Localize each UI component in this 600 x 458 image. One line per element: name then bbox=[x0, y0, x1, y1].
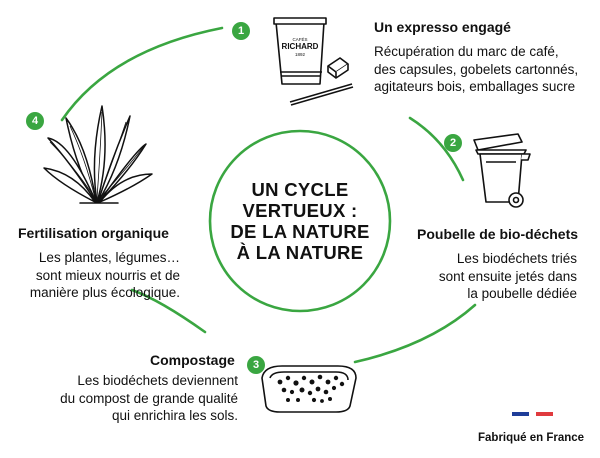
plant-icon bbox=[43, 105, 153, 204]
cup-brand-year: 1892 bbox=[295, 52, 306, 57]
cup-brand-small: CAFÉS bbox=[292, 36, 307, 42]
step-4-title: Fertilisation organique bbox=[18, 225, 169, 241]
made-in-france-label: Fabriqué en France bbox=[478, 432, 585, 444]
cup-brand-name: RICHARD bbox=[282, 42, 319, 51]
step-4-description: Les plantes, légumes… sont mieux nourris… bbox=[29, 250, 180, 300]
step-3-description: Les biodéchets deviennent du compost de … bbox=[60, 373, 238, 423]
step-2-badge: 2 bbox=[444, 134, 462, 152]
cycle-arc-1-to-2 bbox=[408, 116, 465, 182]
step-4-badge: 4 bbox=[26, 112, 44, 130]
compost-bin-icon bbox=[473, 133, 531, 208]
step-2-description: Les biodéchets triés sont ensuite jetés … bbox=[438, 251, 577, 301]
cycle-arc-2-to-3 bbox=[353, 303, 477, 364]
step-3-title: Compostage bbox=[150, 352, 235, 368]
step-3-badge: 3 bbox=[247, 356, 265, 374]
compost-tray-icon bbox=[261, 365, 357, 413]
center-ring bbox=[208, 129, 392, 313]
step-1-badge: 1 bbox=[232, 22, 250, 40]
center-title: UN CYCLE VERTUEUX : DE LA NATURE À LA NA… bbox=[230, 179, 370, 263]
step-2-title: Poubelle de bio-déchets bbox=[417, 226, 579, 242]
step-1-description: Récupération du marc de café, des capsul… bbox=[374, 44, 579, 94]
cycle-arc-4-to-1 bbox=[60, 26, 224, 122]
cycle-arc-3-to-4 bbox=[130, 288, 207, 334]
coffee-cup-icon: CAFÉS RICHARD 1892 bbox=[273, 17, 354, 106]
french-flag-blue-stripe bbox=[512, 412, 529, 416]
step-1-title: Un expresso engagé bbox=[374, 19, 511, 35]
french-flag-red-stripe bbox=[536, 412, 553, 416]
